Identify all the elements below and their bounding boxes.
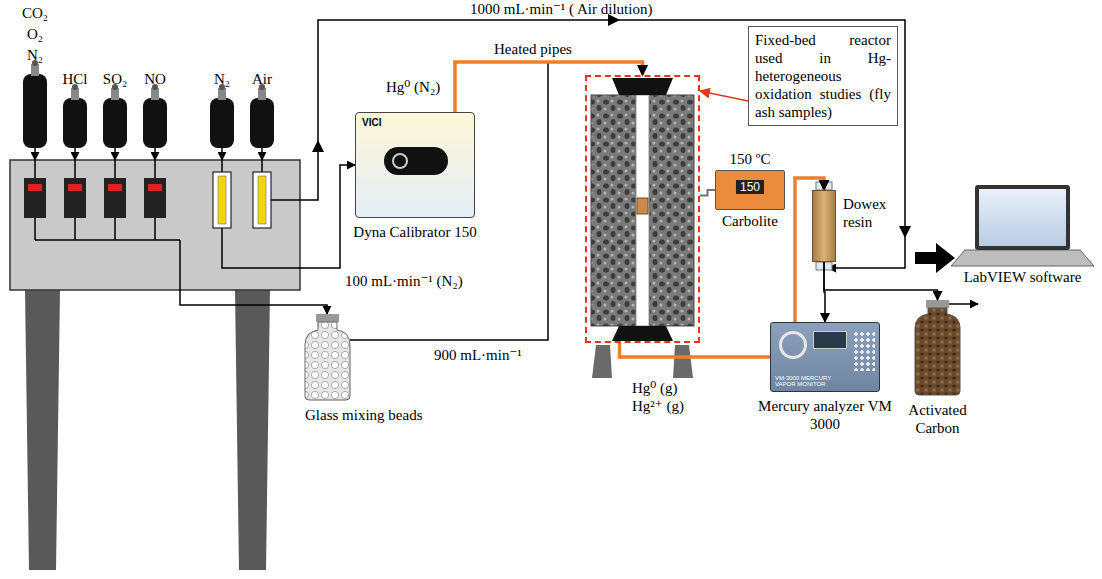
reactor-frame: Hg⁰ (g) Hg²⁺ (g) (585, 75, 700, 343)
callout-arrow (700, 91, 748, 101)
laptop-screen: LabVIEW software (975, 185, 1070, 250)
data-arrow (915, 243, 955, 273)
gas-label: NO (144, 70, 166, 88)
gas-label: O₂ (27, 25, 43, 43)
gas-label: HCl (62, 70, 87, 88)
calibrator-label: Dyna Calibrator 150 (350, 223, 480, 241)
glass-beads-bottle (305, 322, 350, 400)
mercury-analyzer: VM-3000 MERCURY VAPOR MONITORMercury ana… (770, 322, 880, 392)
gas-label: SO₂ (103, 70, 127, 88)
bottle-stopper (316, 314, 339, 322)
callout-text: Fixed-bed reactor used in Hg-heterogeneo… (755, 31, 891, 121)
gas-label: N₂ (214, 70, 230, 88)
activated-carbon-bottle (915, 308, 960, 395)
reactor-furnace (591, 78, 694, 378)
panel-leg (235, 290, 270, 570)
bottle-label: Glass mixing beads (305, 406, 423, 424)
device-detail (813, 331, 847, 349)
gas-label: Air (252, 70, 272, 88)
device-detail (392, 153, 408, 169)
brand-label: VICI (362, 117, 381, 129)
rotameters (213, 172, 271, 228)
exhaust-line (949, 303, 978, 305)
gas-line (350, 62, 643, 340)
heated-pipe (455, 62, 643, 112)
gas-label: CO₂ (22, 4, 48, 22)
flow-label: Heated pipes (492, 40, 574, 58)
mixing-bottle: Glass mixing beads (305, 320, 350, 400)
trap-label: Activated Carbon (898, 401, 978, 437)
flow-label: Hg⁰ (N₂) (386, 78, 440, 96)
device-detail (779, 331, 807, 359)
panel-leg (25, 290, 60, 570)
bottle-stopper (926, 300, 949, 308)
furnace-controller: 150 ºC150Carbolite (715, 170, 785, 210)
gas-panel (10, 160, 300, 290)
gas-line (824, 262, 938, 300)
flow-label: 900 mL·min⁻¹ (432, 346, 524, 364)
display-readout: 150 (736, 180, 764, 194)
carbon-trap: Activated Carbon (915, 300, 960, 395)
mass-flow-controllers (24, 178, 166, 218)
gas-label: N₂ (27, 46, 43, 64)
device-detail (853, 331, 875, 371)
flow-label: 1000 mL·min⁻¹ ( Air dilution) (470, 0, 652, 18)
thermocouple-wire (700, 190, 715, 196)
instrument-label: VM-3000 MERCURY VAPOR MONITOR (775, 375, 845, 388)
gas-lines (35, 20, 905, 314)
calibrator-box: VICIDyna Calibrator 150 (355, 112, 475, 218)
temperature-label: 150 ºC (730, 150, 771, 168)
resin-column: Dowex resin (812, 190, 836, 262)
species-label: Hg⁰ (g) Hg²⁺ (g) (632, 379, 707, 415)
flow-label: 100 mL·min⁻¹ (N₂) (345, 272, 463, 290)
controller-label: Carbolite (722, 212, 778, 230)
laptop-base (951, 250, 1094, 266)
software-label: LabVIEW software (964, 268, 1082, 286)
analyzer-label: Mercury analyzer VM 3000 (755, 397, 895, 433)
column-label: Dowex resin (843, 195, 899, 231)
gas-cylinders (23, 60, 274, 148)
callout-box: Fixed-bed reactor used in Hg-heterogeneo… (748, 26, 898, 126)
